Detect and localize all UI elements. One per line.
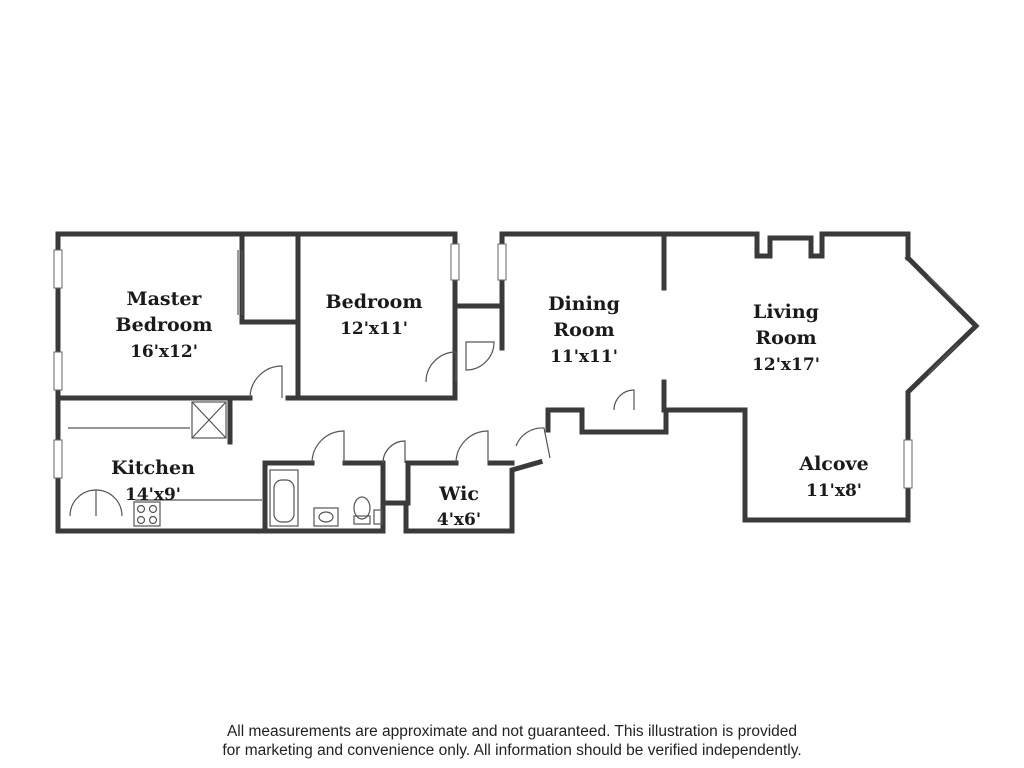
disclaimer-line-2: for marketing and convenience only. All … — [222, 742, 802, 759]
window — [497, 243, 507, 281]
master-bedroom-dims: 16'x12' — [130, 342, 198, 362]
sink-icon — [313, 507, 339, 527]
alcove-label: Alcove — [798, 453, 868, 475]
window — [53, 439, 63, 479]
window — [903, 439, 913, 489]
kitchen-dims: 14'x9' — [125, 485, 181, 505]
stove-icon — [133, 501, 161, 527]
room-labels: Master Bedroom 16'x12' Bedroom 12'x11' D… — [111, 288, 869, 530]
master-bedroom-label: Bedroom — [116, 314, 213, 336]
toilet-icon — [353, 496, 371, 520]
dining-room-dims: 11'x11' — [550, 347, 618, 367]
bedroom-label: Bedroom — [326, 291, 423, 313]
dining-room-label: Dining — [548, 293, 620, 315]
window — [53, 351, 63, 391]
wic-dims: 4'x6' — [437, 510, 481, 530]
living-room-label: Room — [755, 327, 816, 349]
master-bedroom-label: Master — [127, 288, 203, 310]
bathtub-icon — [269, 469, 299, 527]
shaft-box — [191, 401, 227, 439]
dining-room-label: Room — [553, 319, 614, 341]
living-room-label: Living — [753, 301, 819, 323]
living-room-dims: 12'x17' — [752, 355, 820, 375]
window — [450, 243, 460, 281]
disclaimer-line-1: All measurements are approximate and not… — [226, 723, 798, 740]
fixtures — [68, 250, 383, 527]
alcove-dims: 11'x8' — [806, 481, 862, 501]
windows — [53, 243, 959, 489]
bedroom-dims: 12'x11' — [340, 319, 408, 339]
kitchen-label: Kitchen — [111, 457, 195, 479]
window — [53, 249, 63, 289]
doors — [69, 341, 635, 517]
wic-label: Wic — [438, 483, 479, 505]
